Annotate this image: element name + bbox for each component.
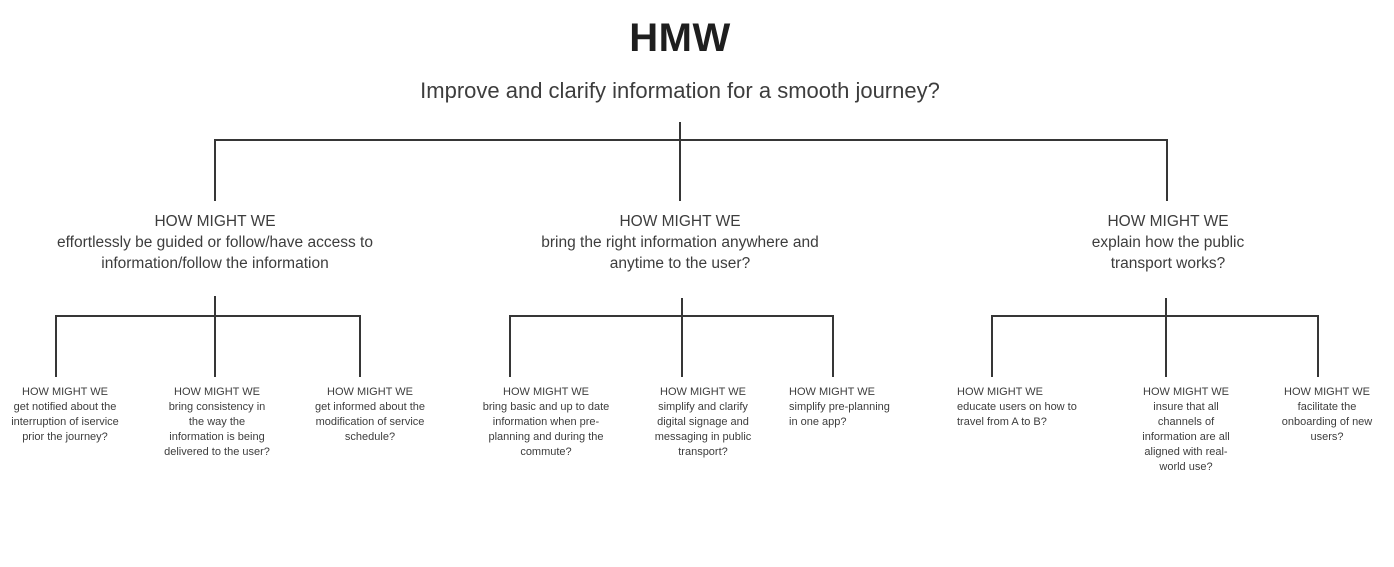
leaf-question: insure that all channels of information … — [1142, 401, 1230, 473]
branch-heading: HOW MIGHT WE — [619, 213, 741, 230]
leaf-heading: HOW MIGHT WE — [789, 386, 875, 398]
leaf-question: facilitate the onboarding of new users? — [1281, 401, 1373, 443]
leaf-heading: HOW MIGHT WE — [174, 386, 260, 398]
branch-heading: HOW MIGHT WE — [1107, 213, 1229, 230]
leaf-question: simplify pre-planning in one app? — [789, 401, 890, 428]
leaf-heading: HOW MIGHT WE — [660, 386, 746, 398]
connector-branch2-drop-right — [832, 315, 834, 377]
leaf-node: HOW MIGHT WE bring basic and up to date … — [474, 385, 618, 460]
leaf-node: HOW MIGHT WE simplify and clarify digita… — [645, 385, 761, 460]
branch-node: HOW MIGHT WE effortlessly be guided or f… — [43, 211, 387, 274]
leaf-node: HOW MIGHT WE get notified about the inte… — [5, 385, 125, 445]
leaf-question: get notified about the interruption of i… — [11, 401, 119, 443]
leaf-question: educate users on how to travel from A to… — [957, 401, 1077, 428]
connector-branch3-drop-left — [991, 315, 993, 377]
leaf-node: HOW MIGHT WE facilitate the onboarding o… — [1270, 385, 1384, 445]
leaf-heading: HOW MIGHT WE — [22, 386, 108, 398]
leaf-heading: HOW MIGHT WE — [1284, 386, 1370, 398]
connector-branch1-horizontal — [55, 315, 361, 317]
leaf-question: bring basic and up to date information w… — [482, 401, 610, 458]
page-title: HMW — [629, 16, 731, 60]
leaf-node: HOW MIGHT WE bring consistency in the wa… — [161, 385, 273, 460]
connector-branch2-drop-left — [509, 315, 511, 377]
leaf-question: bring consistency in the way the informa… — [164, 401, 270, 458]
connector-branch1-drop-right — [359, 315, 361, 377]
leaf-question: simplify and clarify digital signage and… — [654, 401, 752, 458]
branch-heading: HOW MIGHT WE — [154, 213, 276, 230]
branch-node: HOW MIGHT WE explain how the public tran… — [1063, 211, 1273, 274]
leaf-heading: HOW MIGHT WE — [957, 386, 1043, 398]
leaf-heading: HOW MIGHT WE — [1143, 386, 1229, 398]
leaf-node: HOW MIGHT WE get informed about the modi… — [313, 385, 427, 445]
branch-question: effortlessly be guided or follow/have ac… — [57, 234, 373, 272]
leaf-question: get informed about the modification of s… — [314, 401, 426, 443]
connector-branch3-drop-right — [1317, 315, 1319, 377]
leaf-node: HOW MIGHT WE educate users on how to tra… — [957, 385, 1087, 430]
connector-root-drop-right — [1166, 139, 1168, 201]
leaf-node: HOW MIGHT WE simplify pre-planning in on… — [789, 385, 901, 430]
connector-branch2-horizontal — [509, 315, 834, 317]
leaf-heading: HOW MIGHT WE — [327, 386, 413, 398]
connector-branch2-vertical — [681, 298, 683, 377]
connector-branch1-vertical — [214, 296, 216, 377]
connector-root-horizontal — [214, 139, 1168, 141]
connector-branch3-vertical — [1165, 298, 1167, 377]
connector-root-vertical — [679, 122, 681, 201]
branch-question: bring the right information anywhere and… — [541, 234, 819, 272]
connector-branch3-horizontal — [991, 315, 1319, 317]
branch-node: HOW MIGHT WE bring the right information… — [525, 211, 835, 274]
branch-question: explain how the public transport works? — [1091, 234, 1245, 272]
page-subtitle: Improve and clarify information for a sm… — [420, 78, 940, 103]
connector-root-drop-left — [214, 139, 216, 201]
leaf-node: HOW MIGHT WE insure that all channels of… — [1133, 385, 1239, 475]
connector-branch1-drop-left — [55, 315, 57, 377]
leaf-heading: HOW MIGHT WE — [503, 386, 589, 398]
